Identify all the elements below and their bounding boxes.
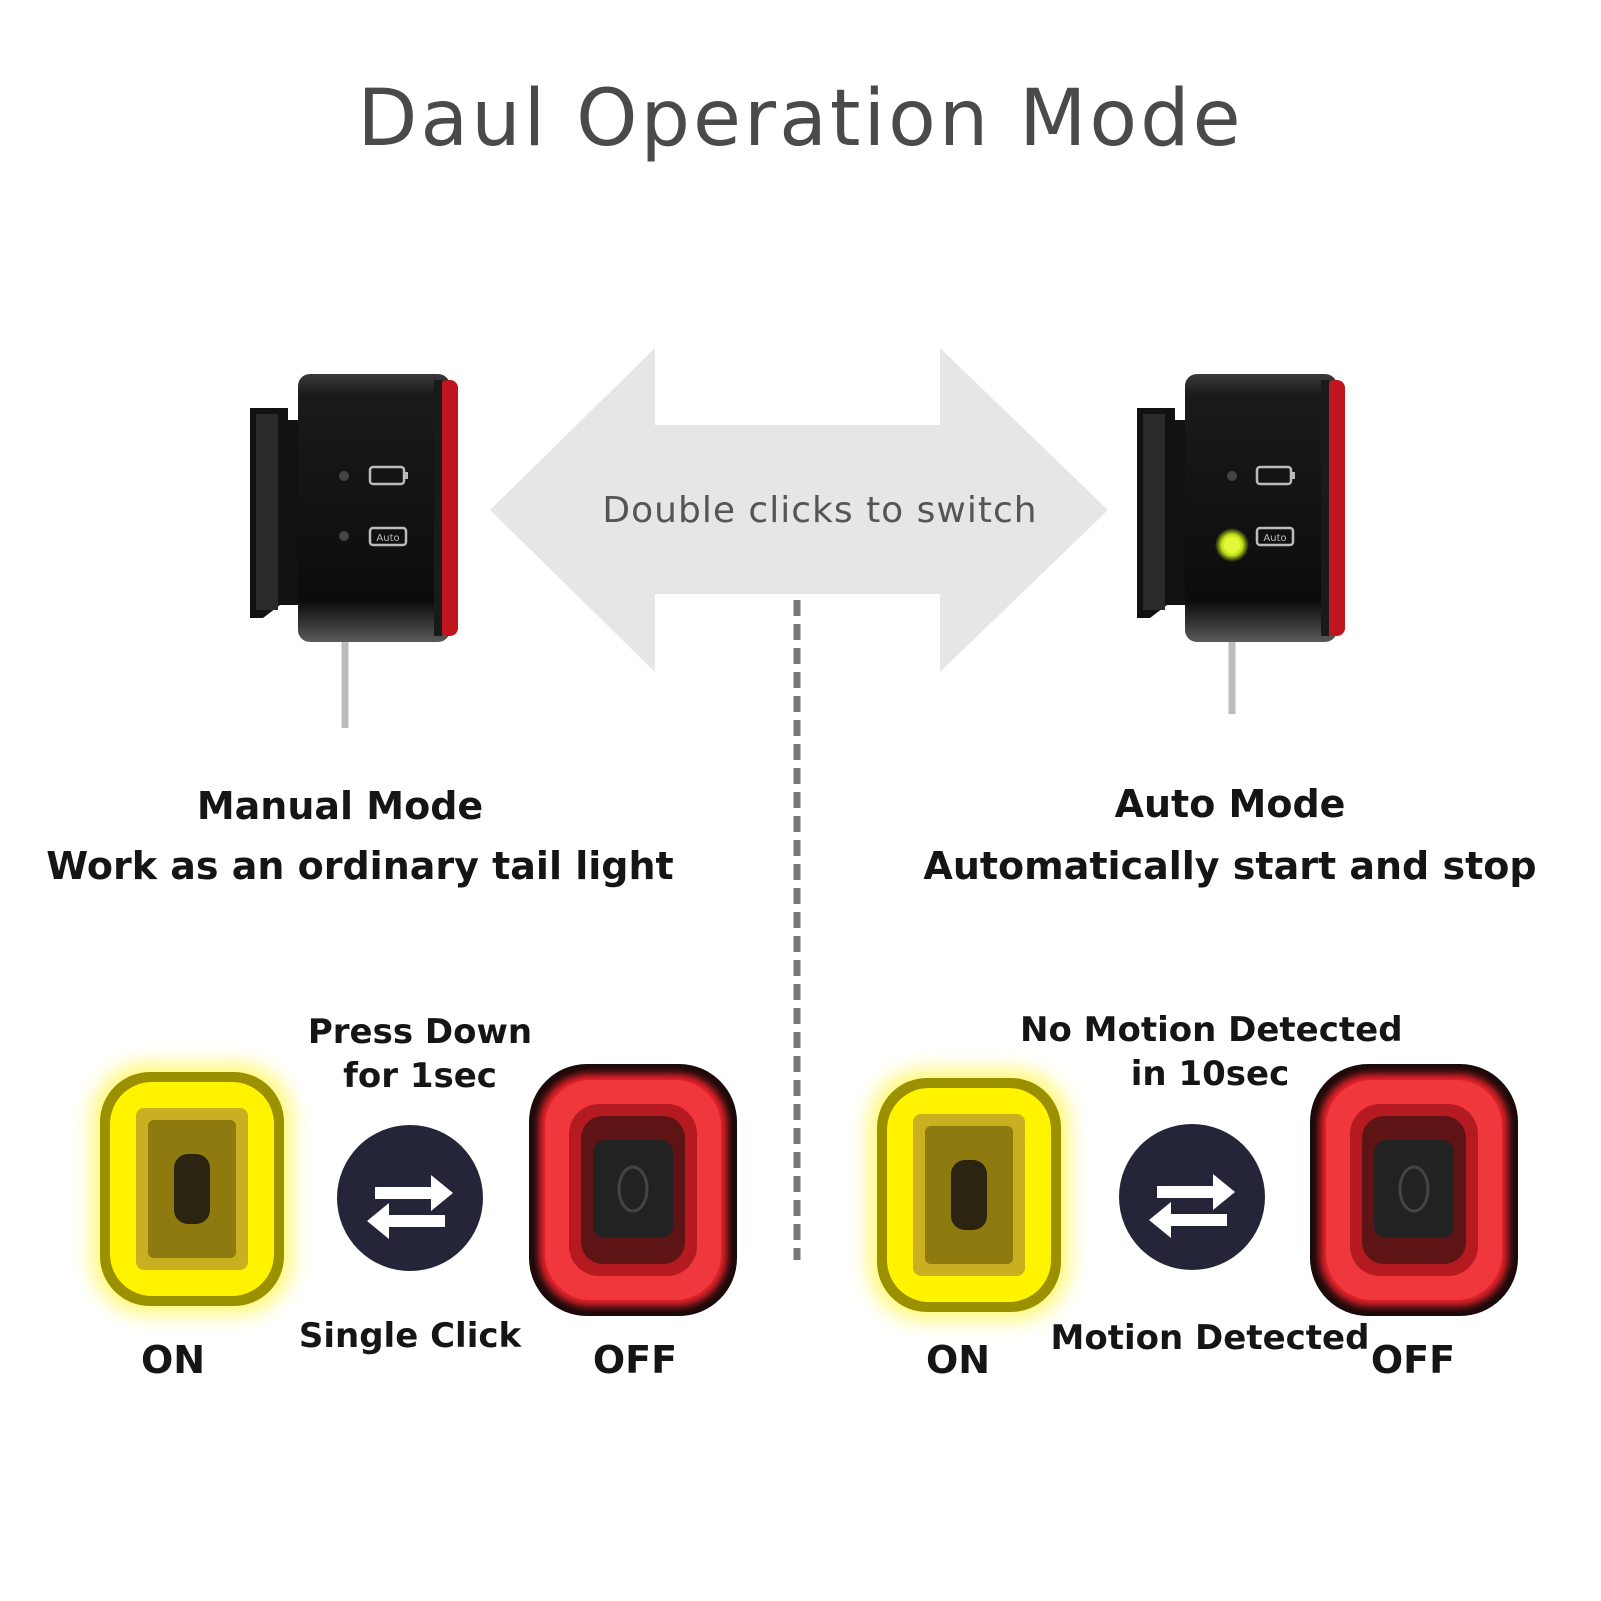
auto-on-light [869,1070,1069,1320]
svg-text:Auto: Auto [1263,533,1286,544]
manual-swap-button [337,1125,483,1271]
swap-arrows-icon [1149,1174,1235,1238]
auto-device-image: Auto [1137,374,1345,642]
manual-off-light [529,1064,737,1316]
manual-mode-description: Work as an ordinary tail light [46,844,674,888]
manual-device-image: Auto [250,374,458,642]
swap-arrows-icon [367,1175,453,1239]
manual-press-label-line1: Press Down [307,1012,533,1052]
auto-no-motion-label-line1: No Motion Detected [1020,1010,1403,1050]
auto-badge-icon: Auto [368,526,408,547]
battery-icon [1255,465,1295,486]
manual-single-click-label: Single Click [298,1316,522,1356]
switch-label: Double clicks to switch [602,490,1038,531]
battery-icon [368,465,408,486]
auto-badge-icon: Auto [1255,526,1295,547]
auto-on-label: ON [925,1338,991,1382]
page-title: Daul Operation Mode [357,74,1244,164]
manual-mode-title: Manual Mode [196,784,484,828]
auto-motion-detected-label: Motion Detected [1050,1318,1370,1358]
auto-mode-title: Auto Mode [1114,782,1346,826]
manual-press-label-line2: for 1sec [343,1056,497,1096]
auto-swap-button [1119,1124,1265,1270]
manual-on-light [92,1064,292,1314]
manual-on-label: ON [140,1338,206,1382]
auto-no-motion-label-line2: in 10sec [1130,1054,1290,1094]
manual-off-label: OFF [592,1338,678,1382]
auto-mode-description: Automatically start and stop [923,844,1537,888]
auto-off-label: OFF [1370,1338,1456,1382]
auto-off-light [1310,1064,1518,1316]
svg-text:Auto: Auto [376,533,399,544]
